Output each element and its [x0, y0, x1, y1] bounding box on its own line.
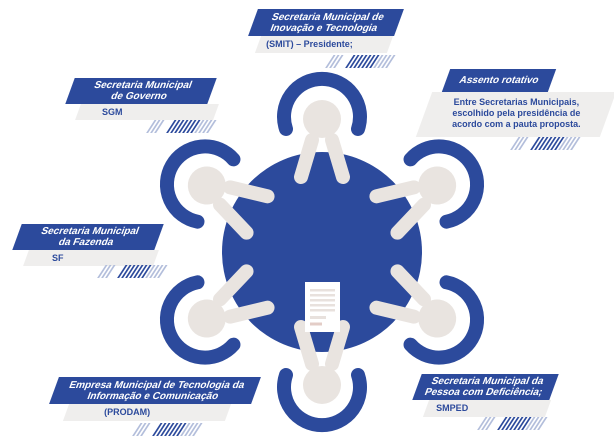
- label-smit-title-line1: Secretaria Municipal de: [270, 11, 386, 23]
- label-prodam-title-line2: Informação e Comunicação: [85, 390, 221, 402]
- label-rotativo-title: Assento rotativo: [457, 75, 541, 86]
- table-circle: [222, 152, 422, 352]
- label-sgm-subtitle-plate: SGM: [75, 104, 219, 120]
- hatch-marks: [96, 265, 169, 279]
- label-sf-title-line2: da Fazenda: [56, 237, 116, 248]
- label-prodam-subtitle: (PRODAM): [104, 407, 151, 417]
- label-sgm-subtitle: SGM: [102, 107, 123, 117]
- label-smped: Secretaria Municipal da Pessoa com Defic…: [412, 374, 559, 400]
- label-prodam-title-line1: Empresa Municipal de Tecnologia da: [67, 379, 247, 391]
- hatch-marks: [476, 417, 549, 431]
- label-prodam: Empresa Municipal de Tecnologia da Infor…: [49, 377, 261, 404]
- label-rotativo-body-plate: Entre Secretarias Municipais, escolhido …: [415, 92, 614, 137]
- document-icon: [305, 282, 340, 332]
- label-smit: Secretaria Municipal de Inovação e Tecno…: [248, 9, 404, 36]
- label-sf-subtitle: SF: [52, 253, 64, 263]
- label-sgm-title-line2: de Governo: [109, 91, 169, 102]
- label-rotativo-body-line3: acordo com a pauta proposta.: [452, 119, 581, 129]
- hatch-marks: [131, 423, 204, 437]
- hatch-marks: [145, 120, 218, 134]
- label-sf: Secretaria Municipal da Fazenda: [12, 224, 164, 250]
- label-sgm: Secretaria Municipal de Governo: [65, 78, 217, 104]
- label-smped-subtitle: SMPED: [436, 403, 469, 413]
- label-smit-subtitle-plate: (SMIT) – Presidente;: [254, 36, 394, 53]
- label-prodam-subtitle-plate: (PRODAM): [62, 404, 232, 421]
- label-smped-title-line2: Pessoa com Deficiência;: [422, 387, 545, 398]
- label-rotativo: Assento rotativo: [441, 69, 557, 92]
- label-smped-subtitle-plate: SMPED: [422, 400, 552, 417]
- label-smit-subtitle: (SMIT) – Presidente;: [266, 39, 353, 49]
- label-smped-title-line1: Secretaria Municipal da: [429, 376, 546, 387]
- label-sf-subtitle-plate: SF: [23, 250, 159, 266]
- hatch-marks: [509, 137, 582, 151]
- hatch-marks: [324, 55, 397, 69]
- label-smit-title-line2: Inovação e Tecnologia: [268, 22, 380, 34]
- label-rotativo-body-line1: Entre Secretarias Municipais,: [453, 97, 580, 107]
- label-sgm-title-line1: Secretaria Municipal: [92, 80, 194, 91]
- label-rotativo-body-line2: escolhido pela presidência de: [452, 108, 581, 118]
- label-sf-title-line1: Secretaria Municipal: [39, 226, 141, 237]
